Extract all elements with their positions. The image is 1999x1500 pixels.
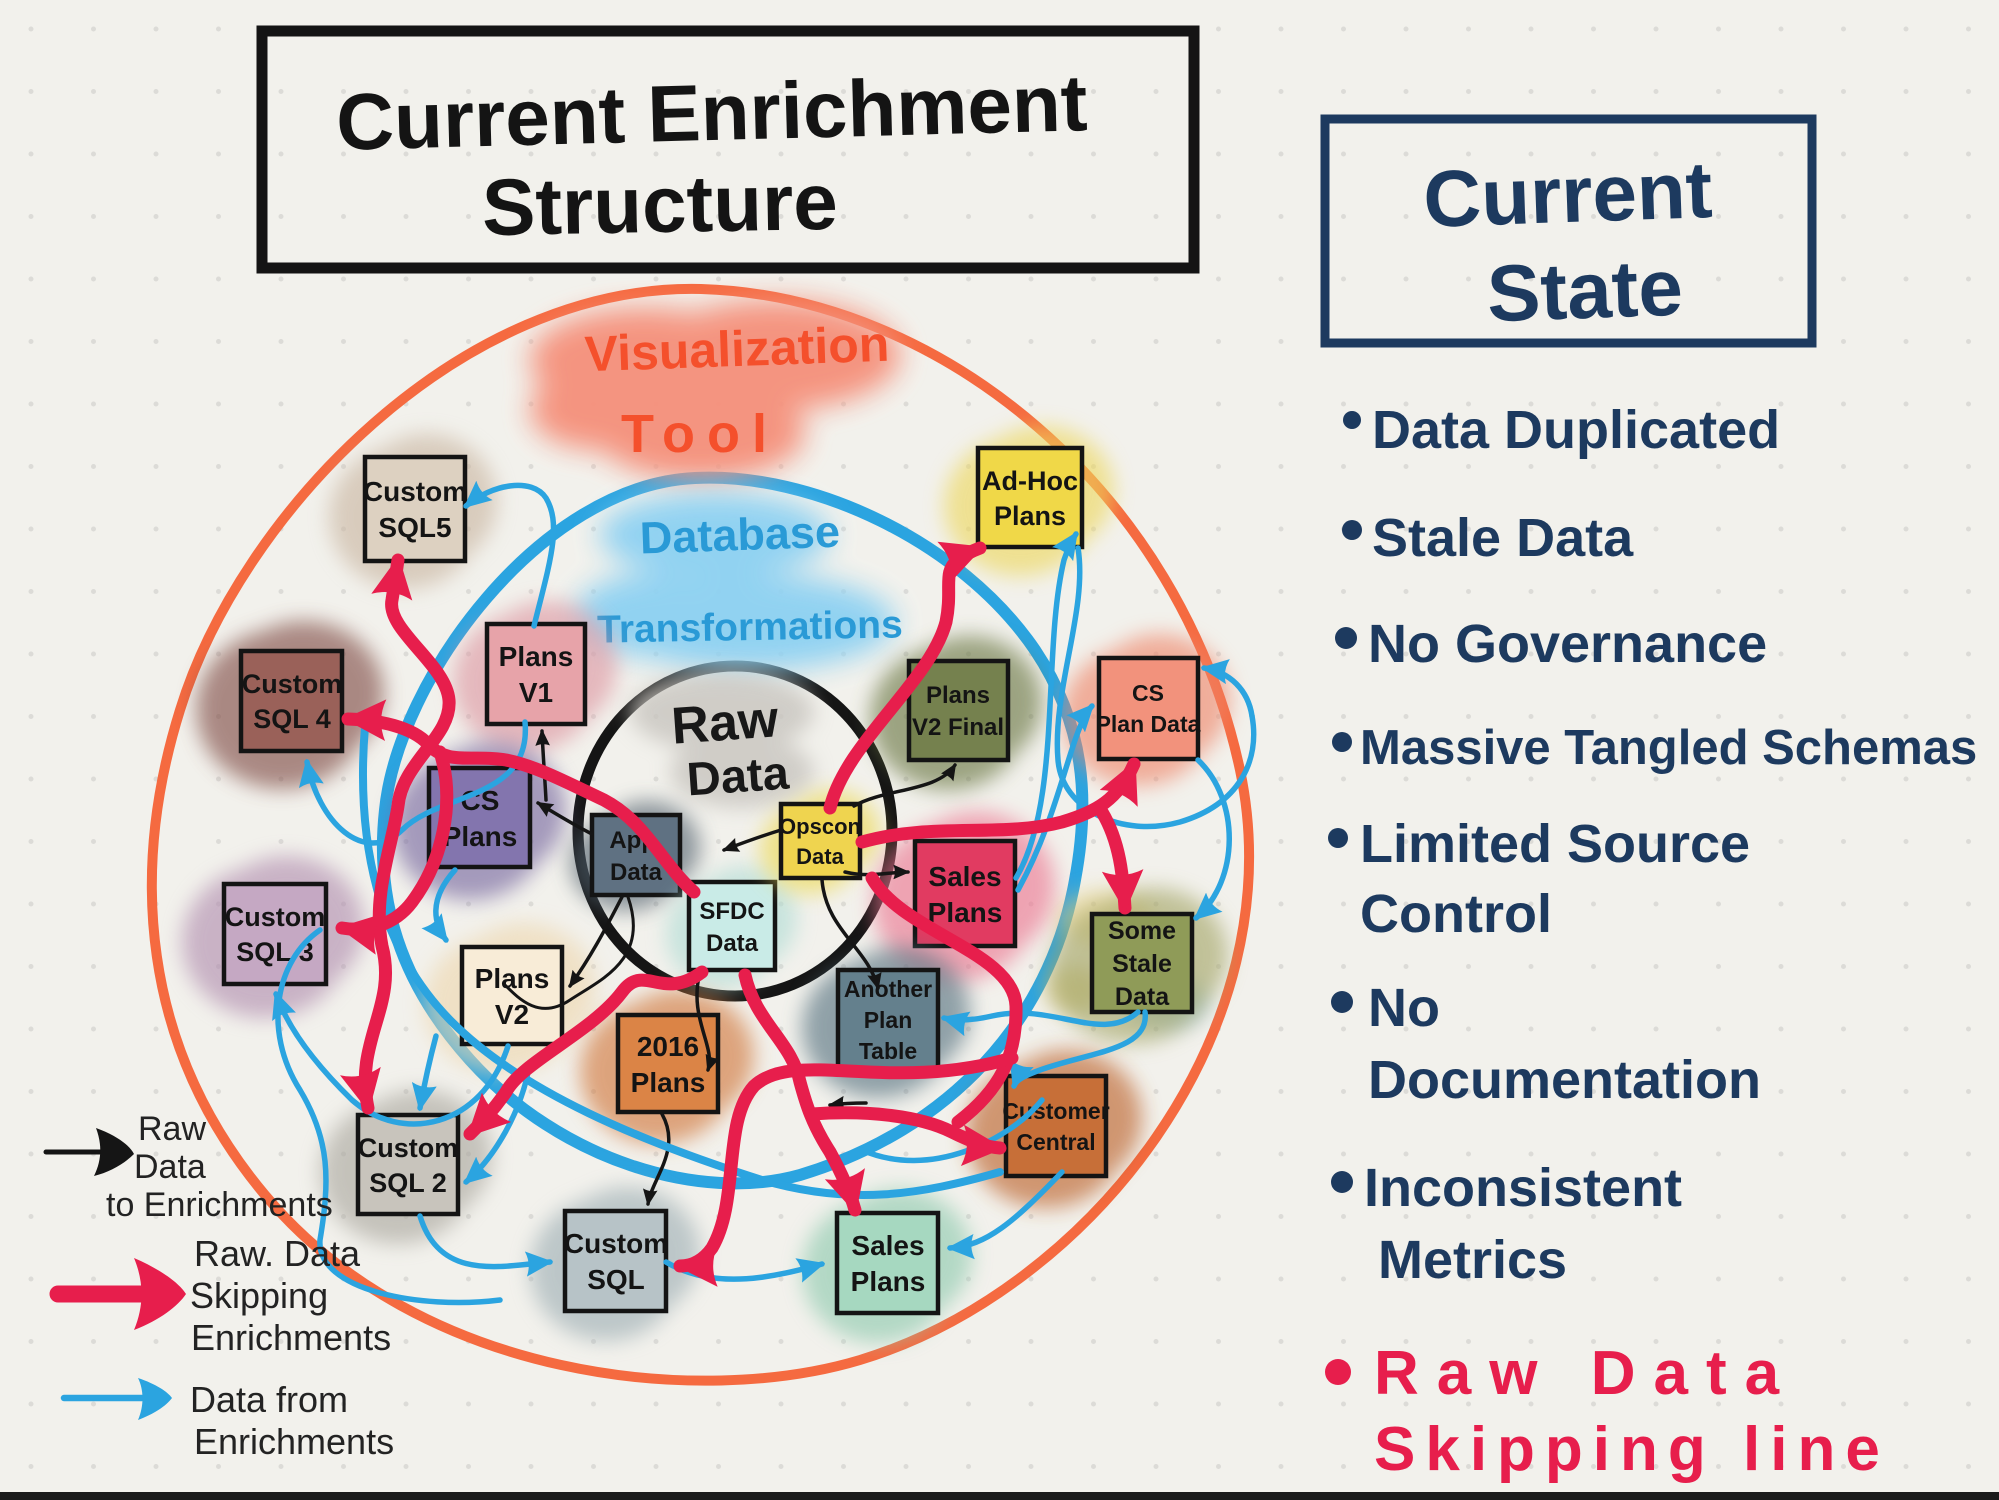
svg-text:Database: Database [639,506,841,564]
svg-text:Plans: Plans [631,1067,706,1098]
svg-text:Data: Data [796,844,844,869]
svg-text:Custom: Custom [242,669,343,699]
svg-text:Enrichments: Enrichments [191,1317,391,1358]
svg-text:SQL 3: SQL 3 [236,937,314,967]
svg-text:Skipping line: Skipping line [1374,1415,1890,1484]
svg-text:Some: Some [1108,917,1176,945]
svg-text:Transformations: Transformations [597,603,903,651]
svg-text:Custom: Custom [564,1228,668,1259]
svg-text:Metrics: Metrics [1378,1230,1567,1290]
svg-text:Raw. Data: Raw. Data [194,1233,361,1274]
svg-text:Tool: Tool [621,404,779,464]
svg-text:Sales: Sales [851,1230,924,1261]
svg-text:Current Enrichment: Current Enrichment [335,58,1088,167]
svg-text:Data: Data [706,930,759,957]
svg-text:Visualization: Visualization [584,316,890,383]
svg-text:Sales: Sales [928,861,1001,892]
svg-text:Raw: Raw [138,1110,206,1148]
svg-text:CS: CS [1132,680,1164,706]
svg-text:Ad-Hoc: Ad-Hoc [982,466,1078,496]
svg-text:Plans: Plans [851,1266,926,1297]
svg-text:SQL 4: SQL 4 [253,704,331,734]
svg-text:Plans: Plans [475,963,550,994]
svg-text:Raw Data: Raw Data [1374,1339,1797,1408]
svg-text:Documentation: Documentation [1368,1050,1761,1110]
svg-text:Data: Data [685,745,791,805]
svg-text:Current: Current [1422,145,1714,244]
svg-text:Control: Control [1360,884,1552,944]
svg-text:No Governance: No Governance [1368,614,1767,674]
svg-text:Plans: Plans [994,501,1066,531]
svg-text:SFDC: SFDC [699,898,764,925]
svg-text:Skipping: Skipping [190,1275,328,1316]
svg-text:Data from: Data from [190,1379,348,1420]
svg-text:No: No [1368,978,1440,1038]
svg-text:Data: Data [1115,983,1170,1011]
svg-text:Inconsistent: Inconsistent [1364,1158,1682,1218]
svg-text:V1: V1 [519,677,553,708]
svg-text:Stale: Stale [1112,950,1172,978]
svg-text:to Enrichments: to Enrichments [106,1186,333,1224]
svg-text:Another: Another [844,976,932,1002]
svg-text:Raw: Raw [670,690,781,755]
svg-text:SQL: SQL [587,1264,645,1295]
svg-text:Custom: Custom [358,1133,459,1163]
svg-text:Structure: Structure [481,157,838,252]
svg-text:SQL5: SQL5 [378,512,451,543]
svg-text:2016: 2016 [637,1031,699,1062]
svg-text:State: State [1486,243,1685,339]
svg-text:Custom: Custom [225,902,326,932]
svg-text:Plans: Plans [499,641,574,672]
svg-text:Opscon: Opscon [779,814,861,839]
svg-text:Table: Table [859,1038,917,1064]
svg-text:Data: Data [134,1148,206,1186]
svg-text:Plans: Plans [928,897,1003,928]
svg-text:Limited Source: Limited Source [1360,814,1750,874]
svg-text:V2: V2 [495,999,529,1030]
svg-text:Plan: Plan [864,1007,913,1033]
svg-text:Data Duplicated: Data Duplicated [1372,400,1780,460]
svg-text:Data: Data [610,859,663,886]
svg-text:Plans: Plans [443,821,518,852]
svg-text:Stale Data: Stale Data [1372,508,1634,568]
svg-text:SQL 2: SQL 2 [369,1168,447,1198]
svg-text:Plan Data: Plan Data [1096,711,1201,737]
svg-text:V2 Final: V2 Final [912,714,1004,741]
svg-text:Custom: Custom [363,476,467,507]
svg-text:Plans: Plans [926,682,990,709]
svg-text:Enrichments: Enrichments [194,1421,394,1462]
svg-text:Massive Tangled Schemas: Massive Tangled Schemas [1360,721,1977,775]
svg-text:Central: Central [1016,1129,1095,1155]
